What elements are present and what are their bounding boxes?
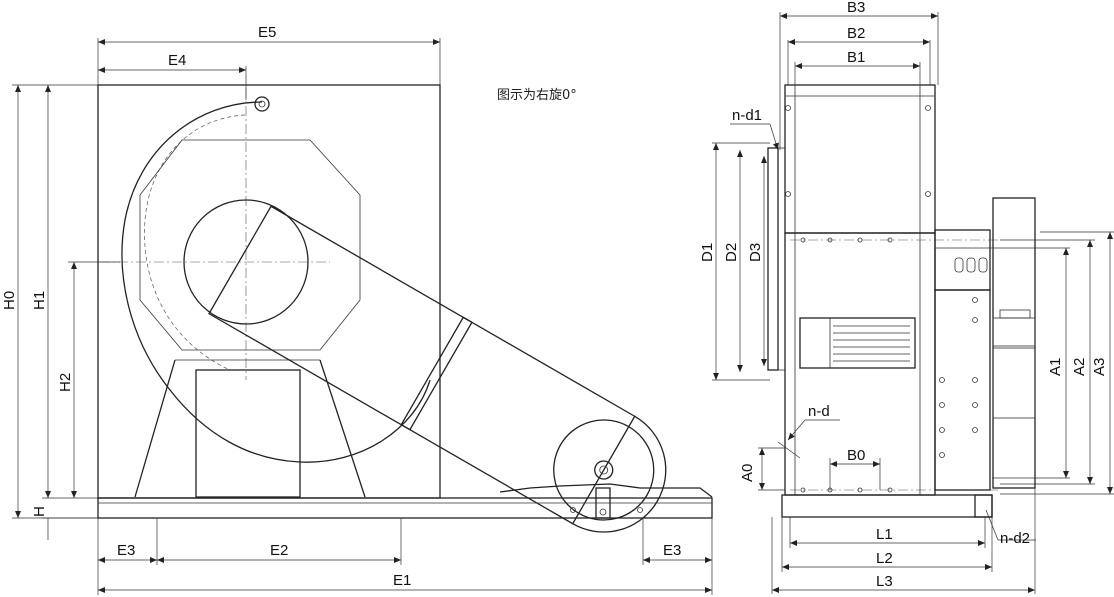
label-b0: B0 — [847, 447, 865, 464]
label-d2: D2 — [723, 243, 740, 262]
guard-joint — [400, 316, 473, 431]
label-h0: H0 — [1, 291, 18, 310]
label-a1: A1 — [1047, 358, 1064, 376]
lifting-eye-inner — [258, 100, 266, 108]
inlet-cone — [183, 199, 309, 325]
label-e2: E2 — [270, 542, 288, 559]
label-b2: B2 — [847, 25, 865, 42]
side-base — [781, 494, 993, 518]
label-l2: L2 — [876, 550, 893, 567]
impeller-circle — [144, 114, 246, 371]
base-foot — [974, 494, 993, 518]
outlet-flange — [767, 147, 779, 371]
belt-guard — [208, 205, 667, 533]
guard-end-cap — [572, 415, 667, 533]
label-e3-left: E3 — [117, 542, 135, 559]
inlet-plate — [139, 139, 361, 351]
label-e3-right: E3 — [663, 542, 681, 559]
volute-casing — [121, 101, 431, 463]
base-rail — [97, 497, 713, 519]
label-l1: L1 — [876, 526, 893, 543]
outlet-duct — [784, 84, 936, 234]
side-plate — [934, 289, 991, 491]
label-e5: E5 — [258, 24, 276, 41]
label-nd: n-d — [808, 403, 830, 420]
right-leg — [319, 359, 366, 498]
label-d3: D3 — [747, 243, 764, 262]
pedestal — [195, 369, 301, 498]
label-nd2: n-d2 — [1000, 530, 1030, 547]
inlet-slots — [799, 317, 916, 369]
label-h: H — [31, 506, 48, 517]
label-b1: B1 — [847, 49, 865, 66]
lifting-eye — [254, 96, 270, 112]
label-a3: A3 — [1091, 358, 1108, 376]
left-leg — [134, 359, 176, 498]
rotation-note: 图示为右旋0° — [497, 88, 577, 103]
mesh-guard — [208, 205, 636, 525]
motor-side-profile — [992, 197, 1036, 489]
label-d1: D1 — [699, 243, 716, 262]
label-a0: A0 — [739, 464, 756, 482]
label-nd1: n-d1 — [732, 107, 762, 124]
front-view: 图示为右旋0° E5 E4 H0 H1 H2 H — [1, 24, 713, 595]
label-l3: L3 — [876, 573, 893, 590]
label-h2: H2 — [57, 373, 74, 392]
label-b3: B3 — [847, 0, 865, 16]
label-e4: E4 — [168, 52, 186, 69]
motor-pulley — [553, 419, 655, 521]
motor-shaft — [594, 460, 614, 480]
label-h1: H1 — [31, 291, 48, 310]
motor-base — [499, 483, 713, 498]
side-view: B3 B2 B1 n-d1 D1 D2 D3 n-d A0 — [699, 0, 1114, 594]
label-a2: A2 — [1071, 358, 1088, 376]
label-e1: E1 — [393, 572, 411, 589]
